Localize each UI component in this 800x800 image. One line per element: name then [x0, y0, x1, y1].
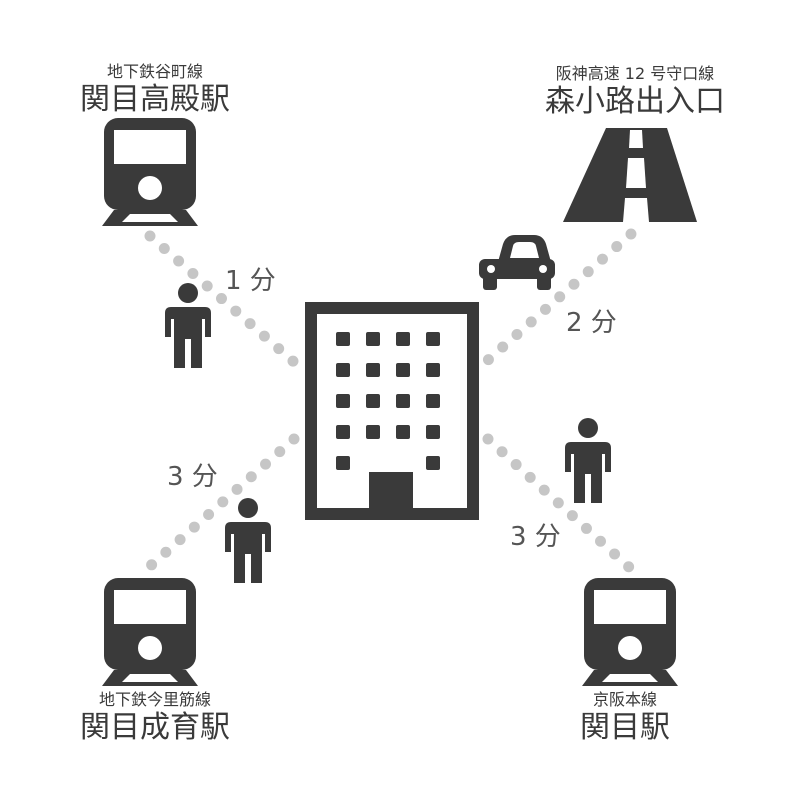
travel-time-bottom-left: 3 分: [167, 462, 218, 492]
train-icon: [102, 578, 198, 686]
route-line-bottom-right: [482, 433, 636, 574]
station-name: 森小路出入口: [545, 84, 725, 119]
route-line-bottom-left: [142, 433, 300, 574]
route-line-top-right: [482, 228, 637, 366]
line-name: 阪神高速 12 号守口線: [555, 64, 715, 83]
building-icon: [305, 302, 479, 520]
walking-person-icon: [225, 498, 271, 583]
station-label-top-right: 阪神高速 12 号守口線 森小路出入口: [505, 64, 765, 120]
station-name: 関目成育駅: [80, 710, 230, 745]
travel-time-top-left: 1 分: [225, 266, 276, 296]
station-label-top-left: 地下鉄谷町線 関目高殿駅: [40, 62, 270, 118]
walking-person-icon: [565, 418, 611, 503]
line-name: 京阪本線: [592, 690, 657, 709]
line-name: 地下鉄今里筋線: [98, 690, 211, 709]
travel-time-bottom-right: 3 分: [510, 522, 561, 552]
station-label-bottom-right: 京阪本線 関目駅: [525, 690, 725, 746]
walking-person-icon: [165, 283, 211, 368]
line-name: 地下鉄谷町線: [106, 62, 203, 81]
station-name: 関目高殿駅: [80, 82, 230, 117]
travel-time-top-right: 2 分: [566, 308, 617, 338]
train-icon: [582, 578, 678, 686]
station-label-bottom-left: 地下鉄今里筋線 関目成育駅: [40, 690, 270, 746]
train-icon: [102, 118, 198, 226]
route-line-top-left: [144, 230, 300, 368]
highway-icon: [563, 128, 697, 222]
car-icon: [479, 235, 555, 290]
station-name: 関目駅: [580, 710, 670, 745]
